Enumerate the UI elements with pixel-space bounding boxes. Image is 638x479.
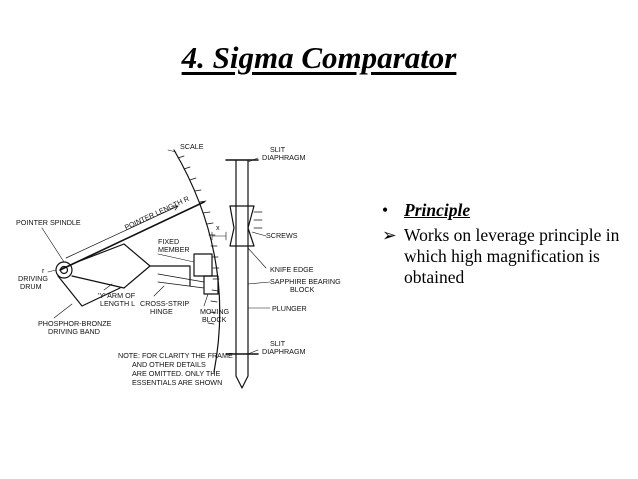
label-hinge: HINGE	[150, 307, 173, 316]
sigma-comparator-diagram: SCALE SLIT DIAPHRAGM POINTER LENGTH R PO…	[16, 142, 341, 389]
slide-title: 4. Sigma Comparator	[181, 40, 457, 75]
label-x: x	[216, 223, 220, 232]
label-diaphragm-top: DIAPHRAGM	[262, 153, 306, 162]
y-arm	[71, 243, 151, 289]
principle-heading: Principle	[404, 200, 471, 220]
label-moving-block: BLOCK	[202, 315, 227, 324]
note-line-2: AND OTHER DETAILS	[132, 360, 206, 369]
moving-block	[203, 275, 219, 295]
note-line-3: ARE OMITTED. ONLY THE	[132, 369, 220, 378]
scale-arc	[173, 149, 221, 373]
bullet-list: • Principle ➢ Works on leverage principl…	[382, 200, 632, 288]
label-screws: SCREWS	[266, 231, 298, 240]
label-fixed: FIXED	[158, 237, 179, 246]
driving-band	[57, 275, 121, 307]
label-driving: DRIVING	[18, 274, 48, 283]
label-y-arm: 'Y' ARM OF	[98, 291, 136, 300]
label-r: r	[42, 266, 45, 275]
label-pointer-spindle: POINTER SPINDLE	[16, 218, 81, 227]
label-sapphire: SAPPHIRE BEARING	[270, 277, 341, 286]
pointer	[59, 201, 205, 271]
label-block: BLOCK	[290, 285, 315, 294]
label-knife-edge: KNIFE EDGE	[270, 265, 314, 274]
fixed-member	[193, 253, 213, 277]
label-phosphor-bronze: PHOSPHOR-BRONZE	[38, 319, 112, 328]
label-plunger: PLUNGER	[272, 304, 307, 313]
label-driving-band: DRIVING BAND	[48, 327, 100, 336]
arrow-bullet-icon: ➢	[382, 225, 397, 245]
label-cross-strip: CROSS-STRIP	[140, 299, 189, 308]
label-drum: DRUM	[20, 282, 42, 291]
label-slit-top: SLIT	[270, 145, 286, 154]
note-line-1: NOTE: FOR CLARITY THE FRAME	[118, 351, 233, 360]
label-length-l: LENGTH L	[100, 299, 135, 308]
label-diaphragm-bottom: DIAPHRAGM	[262, 347, 306, 356]
label-member: MEMBER	[158, 245, 190, 254]
bullet-dot: •	[382, 200, 389, 220]
scale-ticks	[177, 155, 220, 325]
label-moving: MOVING	[200, 307, 230, 316]
plunger	[235, 159, 249, 389]
principle-description: Works on leverage principle in which hig…	[404, 225, 620, 287]
note-line-4: ESSENTIALS ARE SHOWN	[132, 378, 222, 387]
bullet-description: ➢ Works on leverage principle in which h…	[382, 225, 632, 288]
knife-edge-block	[229, 205, 255, 247]
bullet-principle: • Principle	[382, 200, 632, 221]
label-slit-bottom: SLIT	[270, 339, 286, 348]
label-scale: SCALE	[180, 142, 204, 151]
